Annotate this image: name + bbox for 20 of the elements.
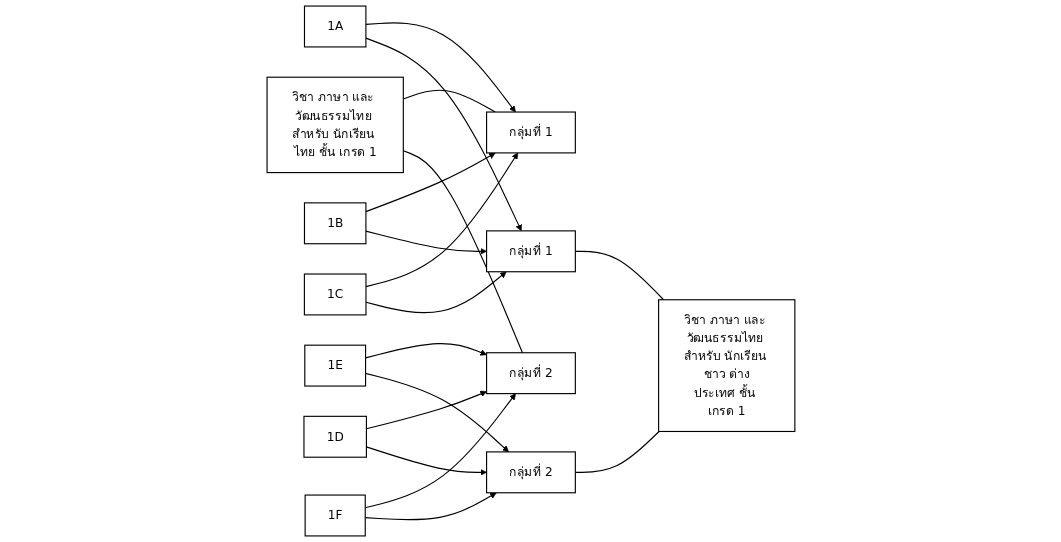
node-box: 1B	[303, 202, 366, 245]
node-box: 1A	[303, 5, 366, 48]
arrow	[365, 390, 487, 430]
node-box: 1C	[303, 273, 367, 316]
connector	[402, 150, 523, 354]
connector	[402, 89, 496, 113]
node-box: กลุ่มที่ 2	[485, 352, 576, 395]
node-box: 1E	[303, 344, 366, 387]
node-box: กลุ่มที่ 2	[485, 451, 576, 494]
arrow	[364, 393, 516, 509]
arrow	[364, 492, 497, 521]
node-box: วิชา ภาษา และ วัฒนธรรมไทย สำหรับ นักเรียน ชาว ต่างประเทศ ชั้น เกรด 1	[657, 299, 795, 433]
arrow	[365, 446, 487, 476]
connector	[574, 250, 664, 301]
node-box: กลุ่มที่ 1	[485, 230, 576, 273]
node-box: 1D	[302, 415, 367, 458]
connector	[574, 430, 660, 473]
node-box: 1F	[304, 494, 366, 537]
node-box: กลุ่มที่ 1	[485, 111, 576, 154]
node-box: วิชา ภาษา และ วัฒนธรรมไทย สำหรับ นักเรียน ไทย ชั้น เกรด 1	[266, 76, 404, 174]
